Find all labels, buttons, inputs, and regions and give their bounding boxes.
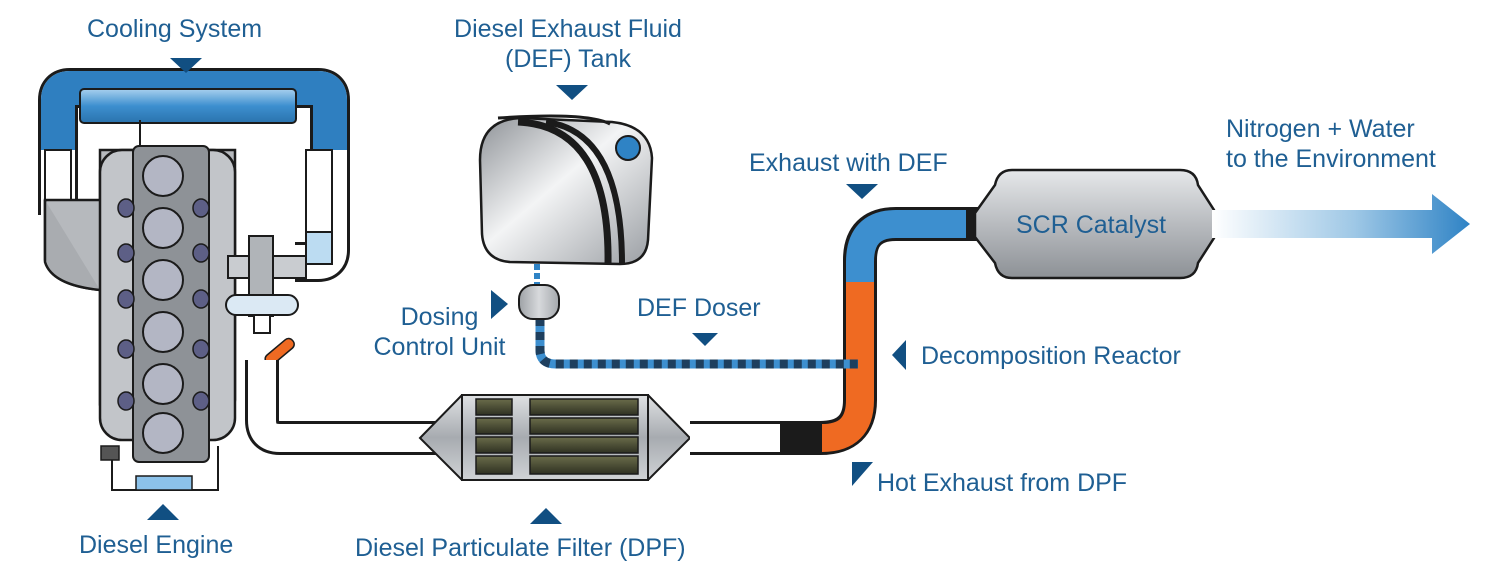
label-diesel-engine: Diesel Engine (79, 531, 234, 559)
arrow-def-tank (556, 85, 588, 100)
def-supply-line (534, 264, 858, 369)
label-hot-exhaust: Hot Exhaust from DPF (877, 469, 1128, 497)
arrow-dpf (530, 508, 562, 524)
label-dpf: Diesel Particulate Filter (DPF) (355, 534, 686, 562)
dosing-control-unit (518, 284, 560, 320)
arrow-def-doser (692, 333, 718, 346)
label-cooling-system: Cooling System (87, 15, 263, 43)
dpf-filter-cells (475, 398, 639, 475)
label-def-doser: DEF Doser (637, 294, 761, 322)
arrow-dosing-unit (491, 290, 508, 319)
output-arrow (1212, 194, 1470, 254)
arrow-diesel-engine (147, 504, 179, 520)
arrow-cooling-system (170, 58, 202, 73)
arrow-decomposition-reactor (892, 340, 906, 370)
def-tank (478, 114, 654, 266)
label-dosing-control-unit: Dosing Control Unit (373, 303, 506, 361)
dpf-unit (418, 394, 692, 481)
cooling-system-loop (38, 68, 350, 282)
exhaust-manifold (225, 235, 307, 366)
label-decomposition-reactor: Decomposition Reactor (921, 342, 1181, 370)
label-output-environment: Nitrogen + Water to the Environment (1226, 115, 1436, 173)
exhaust-pipe-to-scr (690, 207, 980, 455)
diesel-engine (43, 120, 237, 491)
exhaust-pipe-to-dpf (245, 360, 440, 455)
label-scr-catalyst: SCR Catalyst (1016, 211, 1167, 239)
arrow-exhaust-with-def (846, 184, 878, 199)
pointer-arrows (147, 58, 906, 524)
label-def-tank: Diesel Exhaust Fluid (DEF) Tank (454, 15, 682, 73)
arrow-hot-exhaust (852, 462, 873, 486)
label-exhaust-with-def: Exhaust with DEF (749, 149, 948, 177)
